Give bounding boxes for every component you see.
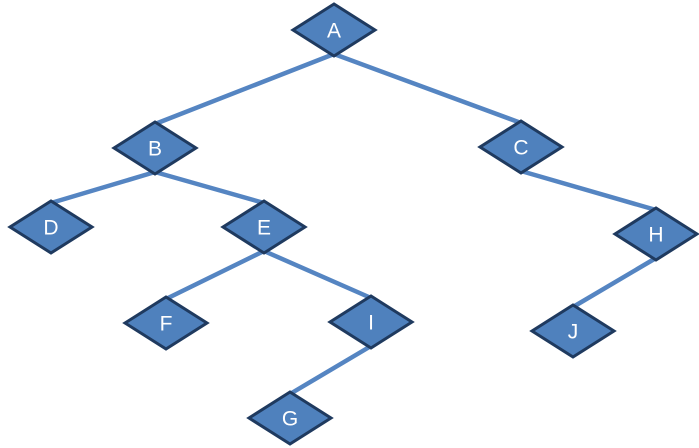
node-f[interactable]: F <box>122 295 210 351</box>
node-label: B <box>148 137 162 160</box>
node-a[interactable]: A <box>290 2 378 58</box>
edge-e-i <box>261 248 374 301</box>
diamond-shape <box>612 206 699 262</box>
edge-e-f <box>163 248 267 302</box>
node-label: H <box>648 223 663 246</box>
node-label: A <box>327 19 341 42</box>
diamond-shape <box>246 390 334 446</box>
node-e[interactable]: E <box>220 199 308 255</box>
diamond-shape <box>122 295 210 351</box>
edge-b-d <box>48 169 158 206</box>
node-g[interactable]: G <box>246 390 334 446</box>
node-j[interactable]: J <box>529 303 617 359</box>
node-label: F <box>160 312 173 335</box>
edge-b-e <box>152 169 267 206</box>
connector-lines <box>48 51 659 397</box>
node-d[interactable]: D <box>7 199 95 255</box>
tree-nodes: A B C D E F G <box>7 2 699 446</box>
diamond-shape <box>111 120 199 176</box>
diamond-shape <box>529 303 617 359</box>
node-h[interactable]: H <box>612 206 699 262</box>
node-label: E <box>257 216 271 239</box>
diamond-shape <box>220 199 308 255</box>
node-label: I <box>368 311 374 334</box>
diamond-shape <box>477 119 565 175</box>
node-b[interactable]: B <box>111 120 199 176</box>
node-label: C <box>513 136 528 159</box>
edge-i-g <box>287 343 374 397</box>
edge-a-b <box>152 51 337 127</box>
node-i[interactable]: I <box>327 294 415 350</box>
diamond-shape <box>7 199 95 255</box>
diamond-shape <box>290 2 378 58</box>
node-label: D <box>43 216 58 239</box>
node-label: G <box>282 407 298 430</box>
node-c[interactable]: C <box>477 119 565 175</box>
diamond-shape <box>327 294 415 350</box>
edge-a-c <box>331 51 524 126</box>
edge-c-h <box>518 168 659 213</box>
node-label: J <box>568 320 579 343</box>
edge-h-j <box>570 255 659 310</box>
